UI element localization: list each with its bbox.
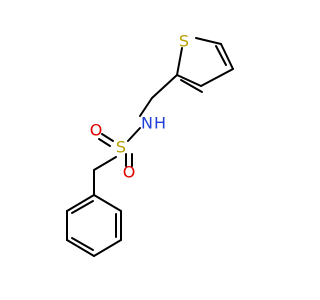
molecule-structure: S N H S O O	[66, 32, 234, 257]
bond-ar6-double	[71, 200, 94, 214]
atom-o-left: O	[90, 121, 103, 140]
atom-o-right: O	[123, 163, 136, 182]
bond-ar4-double	[71, 237, 94, 251]
bond-ar4	[66, 239, 95, 257]
bond-ch2-n	[139, 97, 153, 117]
bond-c2-c3-double	[180, 79, 203, 93]
bond-c4-c5	[220, 43, 234, 70]
atom-s-thiophene: S	[179, 32, 189, 51]
bond-c3-c4	[200, 68, 234, 87]
benzene-ring	[66, 194, 122, 257]
bond-n-s	[127, 127, 141, 142]
thiophene-ring	[176, 37, 234, 93]
bond-c4-c5-double	[215, 45, 227, 66]
bond-ar6	[66, 194, 95, 212]
bond-s-o-left-b	[101, 133, 114, 142]
bond-c2-c3	[176, 74, 202, 87]
bond-c5-s	[195, 37, 222, 45]
bond-s-ch2	[93, 156, 117, 171]
bond-ar1	[93, 194, 122, 212]
bond-ring-ch2	[151, 74, 178, 99]
atom-h: H	[154, 114, 166, 133]
bond-s-c2	[176, 47, 183, 76]
bond-ar3	[93, 239, 122, 257]
bond-s-o-left-a	[98, 138, 111, 147]
atom-s-sulfonyl: S	[116, 138, 126, 157]
atom-n: N	[141, 114, 153, 133]
